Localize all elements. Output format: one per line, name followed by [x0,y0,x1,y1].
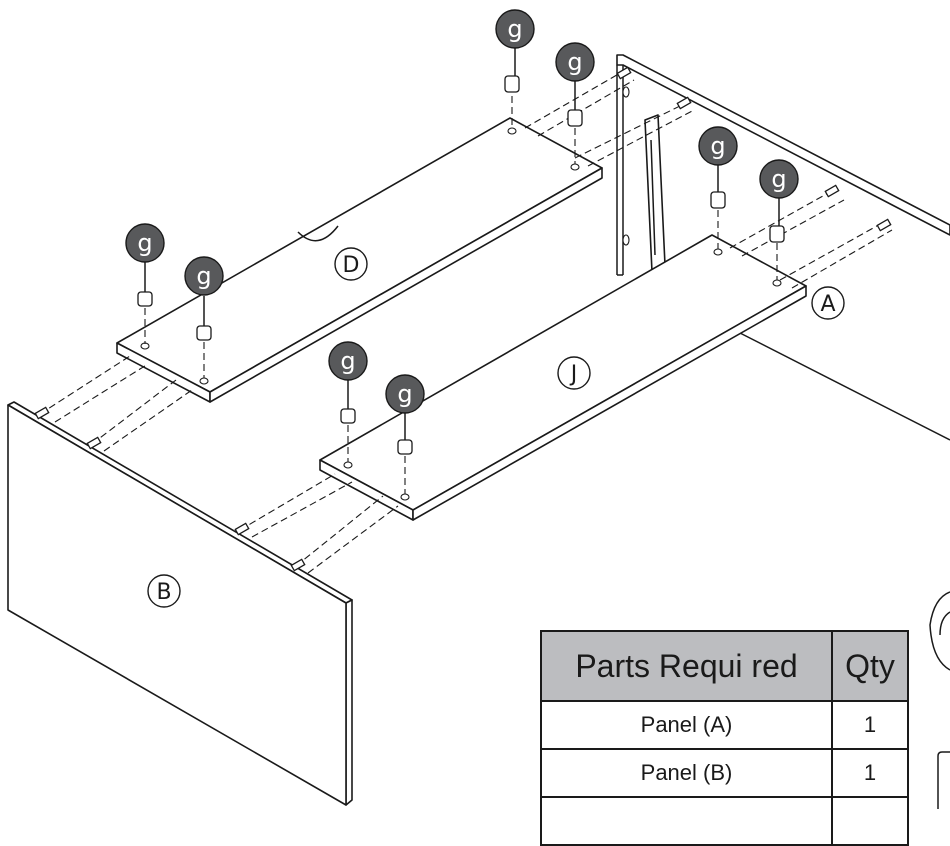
table-row [540,796,909,846]
callout-g-2: g [184,256,224,326]
table-row: Panel (A) 1 [540,700,909,750]
assembly-diagram: g g g g g g g g D A [7,9,950,809]
svg-text:g: g [567,48,582,76]
alignment-lines [39,71,893,574]
svg-text:A: A [820,292,835,317]
label-b: B [147,574,181,608]
svg-text:g: g [340,347,355,375]
callout-g-6: g [385,374,425,440]
header-qty: Qty [831,630,909,702]
panel-b [7,401,353,806]
part-qty [831,796,909,846]
table-row: Panel (B) 1 [540,748,909,798]
cam-dowels [34,66,892,572]
parts-table: Parts Requi red Qty Panel (A) 1 Panel (B… [540,630,909,846]
svg-text:g: g [196,262,211,290]
svg-text:g: g [710,132,725,160]
callout-g-5: g [328,341,368,409]
callout-g-3: g [495,9,535,76]
part-name: Panel (B) [540,748,833,798]
svg-text:g: g [397,380,412,408]
label-d: D [334,247,368,281]
part-qty: 1 [831,700,909,750]
panel-a [616,54,950,441]
label-a: A [811,286,845,320]
svg-text:g: g [137,229,152,257]
callout-g-8: g [759,159,799,226]
part-qty: 1 [831,748,909,798]
svg-text:g: g [507,15,522,43]
callout-g-7: g [698,126,738,192]
callout-g-4: g [555,42,595,110]
cam-fittings [137,75,785,455]
callout-g-1: g [125,223,165,292]
cam-holes [140,127,782,501]
svg-text:J: J [569,362,578,387]
svg-text:g: g [771,165,786,193]
svg-text:D: D [343,253,360,278]
svg-text:B: B [156,580,171,605]
part-name [540,796,833,846]
label-j: J [557,356,591,390]
header-parts-required: Parts Requi red [540,630,833,702]
part-name: Panel (A) [540,700,833,750]
detail-partial [929,591,950,809]
parts-table-header: Parts Requi red Qty [540,630,909,702]
